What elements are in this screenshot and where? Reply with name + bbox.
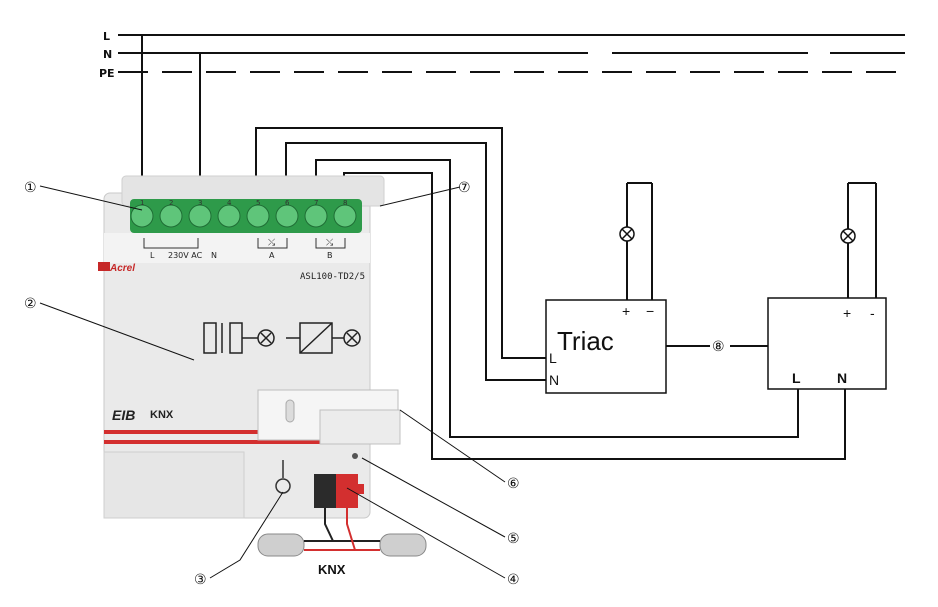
triac-terminal-n: N (549, 372, 559, 388)
cover-slot (285, 399, 295, 423)
terminal-labels (143, 238, 346, 249)
acrel-logo-mark (98, 262, 110, 271)
triac-minus: − (646, 303, 654, 319)
dimmer2-terminal-l: L (792, 370, 801, 386)
terminal-bracket-b (315, 238, 346, 249)
wire-a2-to-triac-n (285, 142, 546, 381)
dimmer2-minus: - (870, 305, 875, 321)
dimmer-symbol-a: ⤯ (268, 237, 275, 247)
leader-6 (399, 409, 506, 483)
callout-5: ⑤ (507, 531, 520, 547)
terminal-2[interactable] (159, 204, 183, 228)
circuit-symbols (203, 322, 361, 354)
terminal-7[interactable] (304, 204, 328, 228)
dimmer2-lamp-cross-2 (842, 230, 854, 242)
callout-2: ② (24, 296, 37, 312)
terminal-bracket-a (257, 238, 288, 249)
mounting-clip-icon (275, 460, 291, 494)
terminal-label-l: L (150, 251, 155, 260)
callout-6: ⑥ (507, 476, 520, 492)
terminal-number-2: 2 (169, 199, 173, 207)
callout-4: ④ (507, 572, 520, 588)
terminal-number-3: 3 (198, 199, 202, 207)
leader-4 (346, 487, 506, 579)
terminal-base (130, 199, 362, 233)
programming-button[interactable] (358, 484, 364, 494)
red-stripe-2 (104, 440, 370, 444)
bus-lines: L N PE (99, 30, 905, 80)
terminal-3[interactable] (188, 204, 212, 228)
knx-cable: KNX (257, 508, 427, 577)
terminal-6[interactable] (275, 204, 299, 228)
knx-logo: KNX (150, 409, 174, 421)
dimmer-diagonal-line (299, 322, 333, 354)
terminal-bracket-power (143, 238, 199, 249)
leader-3 (209, 491, 284, 579)
dimmer-symbol-b: ⤯ (326, 237, 333, 247)
terminal-number-5: 5 (256, 199, 260, 207)
terminal-8[interactable] (333, 204, 357, 228)
triac-title: Triac (557, 326, 614, 356)
callout-1: ① (24, 180, 37, 196)
triac-terminal-l: L (549, 350, 557, 366)
leader-7 (379, 186, 461, 207)
relay-lamp-cross-2 (260, 332, 272, 344)
terminal-label-a: A (269, 251, 275, 260)
eib-logo: EIB (112, 407, 135, 423)
dimmer-lamp-icon (343, 329, 361, 347)
terminal-1[interactable] (130, 204, 154, 228)
bottom-recess (103, 451, 245, 519)
leader-1 (39, 185, 143, 211)
dimmer-lamp-cross-2 (346, 332, 358, 344)
terminal-block: 1 2 3 4 5 6 7 8 (130, 199, 362, 233)
relay-lamp-icon (257, 329, 275, 347)
callout-8: ⑧ (712, 339, 725, 355)
terminal-number-4: 4 (227, 199, 232, 207)
dimmer2-plus: + (843, 305, 851, 321)
acrel-device: 1 2 3 4 5 6 7 8 L 230V AC N A B ⤯ ⤯ Acre… (98, 175, 401, 519)
dimmer2-terminal-n: N (837, 370, 847, 386)
callout-leaders (39, 185, 506, 579)
programming-led (352, 453, 358, 459)
knx-cable-label: KNX (318, 562, 346, 577)
triac-lamp-cross-2 (621, 228, 633, 240)
triac-dimmer: Triac + − L N (545, 182, 667, 394)
terminal-number-8: 8 (343, 199, 347, 207)
knx-cable-right (379, 533, 427, 557)
callout-7: ⑦ (458, 180, 471, 196)
wire-a1-to-triac-l (255, 127, 546, 359)
knx-lead-black (324, 508, 334, 542)
knx-lead-red (346, 508, 356, 551)
red-stripe-1 (104, 430, 370, 434)
leader-5 (361, 457, 506, 538)
terminal-number-6: 6 (285, 199, 290, 207)
bus-label-n: N (103, 48, 112, 61)
brand-name: Acrel (109, 263, 135, 274)
knx-cable-left (257, 533, 305, 557)
knx-connector-black[interactable] (314, 474, 336, 508)
terminal-label-b: B (327, 251, 333, 260)
terminal-number-7: 7 (314, 199, 318, 207)
dimmer2-box (767, 297, 887, 390)
terminal-label-n: N (211, 251, 217, 260)
terminal-label-voltage: 230V AC (168, 251, 203, 260)
callout-3: ③ (194, 572, 207, 588)
leader-2 (39, 302, 195, 361)
terminal-5[interactable] (246, 204, 270, 228)
model-number: ASL100-TD2/5 (300, 272, 365, 282)
second-dimmer: + - L N (767, 182, 887, 390)
transparent-label-holder[interactable] (319, 409, 401, 445)
bus-label-pe: PE (99, 67, 115, 80)
bus-label-l: L (103, 30, 110, 43)
terminal-4[interactable] (217, 204, 241, 228)
terminal-number-1: 1 (140, 199, 144, 207)
triac-plus: + (622, 303, 630, 319)
relay-coil-symbol (203, 322, 217, 354)
wire-b1-to-dimmer-l (315, 159, 799, 438)
knx-connector-red[interactable] (336, 474, 358, 508)
